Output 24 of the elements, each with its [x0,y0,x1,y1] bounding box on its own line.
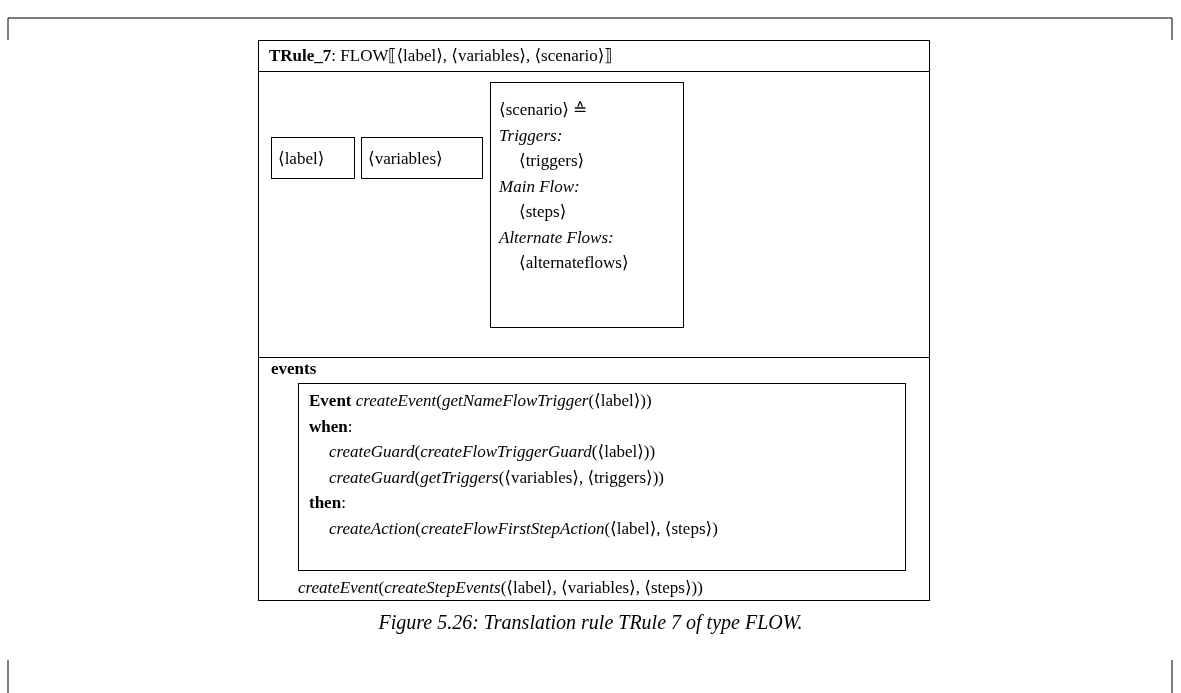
code-line: createGuard(getTriggers(⟨variables⟩, ⟨triggers⟩)) [328,466,665,489]
code-line: ⟨label⟩ [278,148,326,170]
code-line: createEvent(createStepEvents(⟨label⟩, ⟨variables⟩, ⟨steps⟩)) [298,577,703,598]
code-line: Event createEvent(getNameFlowTrigger(⟨label⟩)) [309,390,653,412]
code-line: ⟨scenario⟩ ≙ [499,99,589,121]
event-box [298,383,906,571]
section-heading: events [271,359,317,379]
rule-header: TRule_7: FLOW⟦⟨label⟩, ⟨variables⟩, ⟨scenario⟩⟧ [259,41,929,72]
code-line: ⟨alternateflows⟩ [518,252,630,274]
code-line: then: [309,492,347,514]
label-box [271,137,355,179]
code-line: when: [309,415,354,438]
code-line: createGuard(createFlowTriggerGuard(⟨label⟩)) [328,441,657,463]
code-line: Main Flow: [499,175,581,198]
figure-caption: Figure 5.26: Translation rule TRule 7 of type FLOW. [377,611,804,634]
code-line: createAction(createFlowFirstStepAction(⟨label⟩, ⟨steps⟩) [328,517,719,540]
variables-box [361,137,483,179]
code-line: Alternate Flows: [499,226,615,249]
scenario-box [490,82,684,328]
code-line: ⟨triggers⟩ [518,150,586,172]
code-line: Triggers: [499,124,564,147]
code-line: ⟨variables⟩ [368,148,444,170]
rule-frame [258,40,930,601]
code-line: ⟨steps⟩ [518,201,568,223]
